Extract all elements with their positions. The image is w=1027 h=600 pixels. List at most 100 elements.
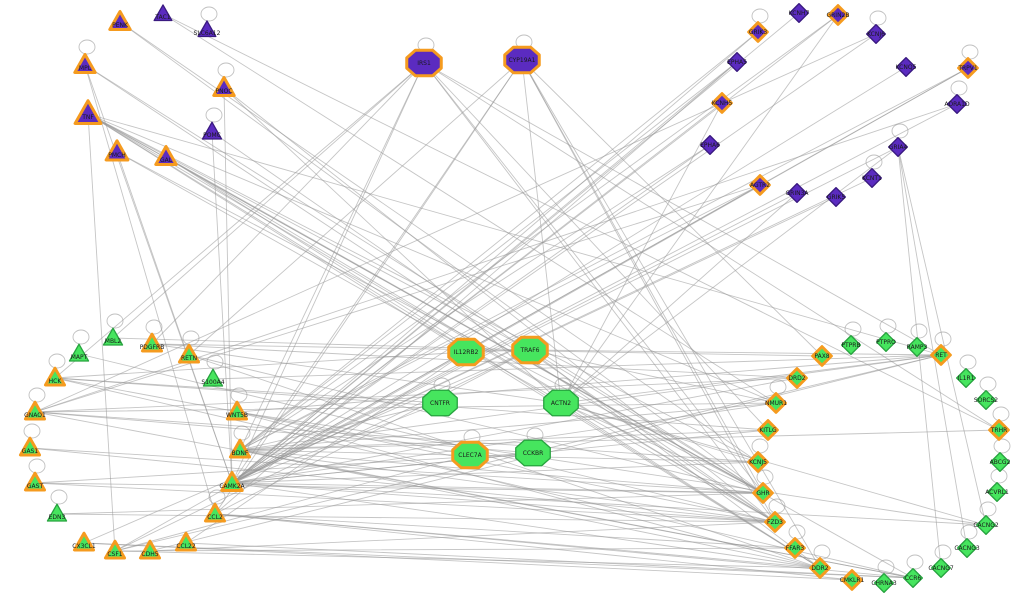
edge [151, 62, 425, 345]
triangle-node-shape [46, 503, 68, 522]
diamond-node-shape [902, 567, 924, 589]
node-TRAF6[interactable]: TRAF6 [511, 335, 549, 365]
node-CX3CL1[interactable]: CX3CL1 [72, 531, 96, 552]
node-CCR6[interactable]: CCR6 [902, 567, 924, 589]
node-IL12RB2[interactable]: IL12RB2 [447, 337, 485, 367]
node-SLC6A12[interactable]: SLC6A12 [194, 20, 221, 38]
edge [560, 402, 764, 494]
edge [54, 62, 425, 379]
node-GAST[interactable]: GAST [23, 471, 47, 492]
node-MBL2[interactable]: MBL2 [102, 327, 124, 346]
node-TRPV1[interactable]: TRPV1 [957, 57, 979, 79]
node-PTPRO[interactable]: PTPRO [875, 331, 896, 353]
node-HCK[interactable]: HCK [43, 366, 67, 387]
edge [83, 542, 853, 581]
node-RETN[interactable]: RETN [177, 343, 201, 364]
node-NMUR1[interactable]: NMUR1 [765, 392, 787, 414]
node-CNTFR[interactable]: CNTFR [422, 389, 458, 417]
edge [239, 67, 969, 451]
node-EDN3[interactable]: EDN3 [46, 503, 68, 522]
diamond-node-shape [788, 2, 810, 24]
node-GRIK3[interactable]: GRIK3 [747, 21, 769, 43]
octagon-node-shape [511, 335, 549, 365]
self-loop-edge [891, 123, 909, 139]
edge [214, 59, 523, 515]
node-CLEC7A[interactable]: CLEC7A [451, 440, 489, 470]
diamond-node-shape [861, 167, 883, 189]
node-KCNJ6[interactable]: KCNJ6 [865, 23, 887, 45]
self-loop-edge [182, 330, 200, 346]
node-GNAO1[interactable]: GNAO1 [23, 400, 47, 421]
node-MAPT[interactable]: MAPT [68, 343, 90, 362]
edge [529, 349, 777, 404]
node-TAC1[interactable]: TAC1 [153, 4, 173, 22]
self-loop-edge [751, 438, 769, 454]
triangle-node-shape [138, 539, 162, 560]
diamond-node-shape [930, 557, 952, 579]
node-CYP19A1[interactable]: CYP19A1 [503, 45, 541, 75]
edge [116, 151, 776, 523]
node-TNF[interactable]: TNF [73, 99, 103, 125]
diamond-node-shape [711, 92, 733, 114]
edge [231, 177, 873, 484]
node-IL1R1[interactable]: IL1R1 [955, 367, 977, 389]
self-loop-edge [48, 353, 66, 369]
node-RAMP3[interactable]: RAMP3 [907, 336, 928, 358]
node-FZD3[interactable]: FZD3 [764, 511, 786, 533]
node-GAL[interactable]: GAL [154, 145, 178, 166]
node-ACVRL1[interactable]: ACVRL1 [985, 481, 1009, 503]
self-loop-edge [788, 524, 806, 540]
edge [188, 59, 523, 356]
edge [236, 411, 776, 523]
node-POMC[interactable]: POMC [201, 121, 223, 140]
edge [239, 429, 769, 451]
node-GHR[interactable]: GHR [752, 482, 774, 504]
self-loop-edge [28, 387, 46, 403]
node-AGTR2[interactable]: AGTR2 [749, 174, 771, 196]
node-TRHR[interactable]: TRHR [988, 419, 1010, 441]
node-PDGFRB[interactable]: PDGFRB [140, 332, 165, 353]
node-CACNG7[interactable]: CACNG7 [928, 557, 954, 579]
diamond-node-shape [699, 134, 721, 156]
octagon-node-shape [515, 439, 551, 467]
node-PTPRB[interactable]: PTPRB [840, 334, 862, 356]
node-PENK[interactable]: PENK [108, 10, 132, 31]
edge [78, 353, 776, 523]
edge [34, 482, 776, 523]
node-ABCG2[interactable]: ABCG2 [990, 451, 1011, 473]
node-DRD2[interactable]: DRD2 [786, 367, 808, 389]
node-KCNH7[interactable]: KCNH7 [788, 2, 810, 24]
node-ACTN2[interactable]: ACTN2 [543, 389, 579, 417]
diamond-node-shape [957, 57, 979, 79]
node-PNOC[interactable]: PNOC [212, 76, 236, 97]
node-MPL[interactable]: MPL [73, 53, 97, 74]
node-ADRA1D[interactable]: ADRA1D [944, 93, 970, 115]
edge [34, 482, 764, 494]
diamond-node-shape [747, 451, 769, 473]
node-CCKBR[interactable]: CCKBR [515, 439, 551, 467]
node-GRIK5[interactable]: GRIK5 [825, 186, 847, 208]
node-GRIA4[interactable]: GRIA4 [887, 136, 909, 158]
edge [231, 402, 441, 484]
node-KCNH5[interactable]: KCNH5 [711, 92, 733, 114]
triangle-node-shape [18, 436, 42, 457]
node-CCL2[interactable]: CCL2 [203, 502, 227, 523]
triangle-node-shape [68, 343, 90, 362]
edge [54, 377, 769, 431]
edge [231, 461, 759, 484]
edge [87, 113, 942, 356]
self-loop-edge [28, 458, 46, 474]
self-loop-edge [869, 10, 887, 26]
node-S100A4[interactable]: S100A4 [201, 368, 225, 387]
node-GAS1[interactable]: GAS1 [18, 436, 42, 457]
edge [231, 377, 798, 484]
node-SORCS2[interactable]: SORCS2 [974, 389, 998, 411]
node-CACNG3[interactable]: CACNG3 [954, 537, 980, 559]
edge [211, 131, 233, 484]
edge [231, 192, 798, 484]
node-KCNQ5[interactable]: KCNQ5 [896, 56, 917, 78]
node-IRS1[interactable]: IRS1 [405, 48, 443, 78]
node-KCNJ5[interactable]: KCNJ5 [747, 451, 769, 473]
